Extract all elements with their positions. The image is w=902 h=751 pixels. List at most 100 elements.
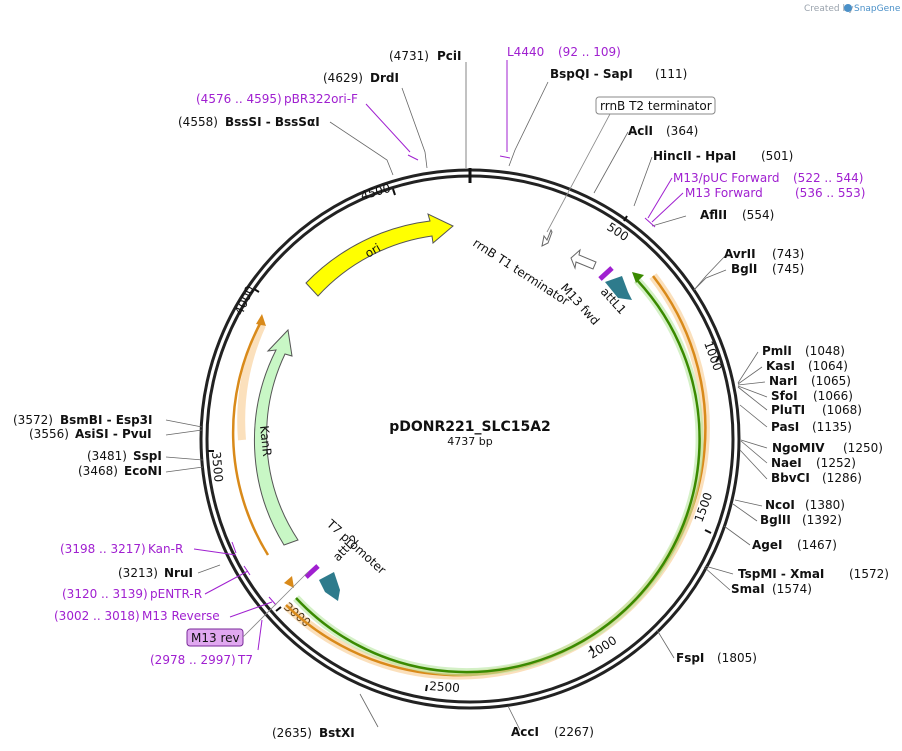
enzyme-pluti-name[interactable]: PluTI xyxy=(771,403,805,417)
primer-m13-reverse-name[interactable]: M13 Reverse xyxy=(142,609,220,623)
enzyme-hincii-name[interactable]: HincII - HpaI xyxy=(653,149,736,163)
enzyme-tspmi-name[interactable]: TspMI - XmaI xyxy=(738,567,824,581)
enzyme-drdi-position: (4629) xyxy=(323,71,363,85)
kanr-feature-arrow[interactable] xyxy=(253,328,299,546)
enzyme-pasi-position: (1135) xyxy=(812,420,852,434)
tick-mark-4500 xyxy=(392,188,396,196)
watermark-prefix: Created by xyxy=(804,4,854,14)
enzyme-nari-position: (1065) xyxy=(811,374,851,388)
plasmid-size: 4737 bp xyxy=(447,435,492,448)
left-orange-band[interactable] xyxy=(231,319,270,556)
primer-t7-range: (2978 .. 2997) xyxy=(150,653,236,667)
primer-m13-forward-name[interactable]: M13 Forward xyxy=(685,186,763,200)
tick-mark-4000 xyxy=(253,288,260,293)
enzyme-pasi-name[interactable]: PasI xyxy=(771,420,799,434)
enzyme-econi-name[interactable]: EcoNI xyxy=(124,464,162,478)
plasmid-name: pDONR221_SLC15A2 xyxy=(389,419,551,435)
insert-orange-band-halo xyxy=(282,273,710,680)
enzyme-kasi-name[interactable]: KasI xyxy=(766,359,795,373)
rrnb-t1-terminator-arrow[interactable] xyxy=(570,248,597,270)
tick-label-3500: 3500 xyxy=(209,451,226,483)
enzyme-bsmbi-name[interactable]: BsmBI - Esp3I xyxy=(60,413,152,427)
tick-mark-500 xyxy=(623,215,628,222)
primer-m13-puc-forward-range: (522 .. 544) xyxy=(793,171,863,185)
rrnb-t1-terminator-label: rrnB T1 terminator xyxy=(470,236,571,309)
enzyme-bsmbi-position: (3572) xyxy=(13,413,53,427)
tick-label-4500: 4500 xyxy=(359,181,392,203)
t7-primer-bar[interactable] xyxy=(304,564,320,579)
enzyme-agei-name[interactable]: AgeI xyxy=(752,538,782,552)
primer-t7-name[interactable]: T7 xyxy=(237,653,253,667)
enzyme-fspi-name[interactable]: FspI xyxy=(676,651,704,665)
enzyme-naei-name[interactable]: NaeI xyxy=(771,456,802,470)
tick-mark-1500 xyxy=(704,529,712,534)
enzyme-acli-position: (364) xyxy=(666,124,698,138)
tick-label-2500: 2500 xyxy=(429,679,460,695)
primer-pbr322ori-f-name[interactable]: pBR322ori-F xyxy=(284,92,358,106)
enzyme-drdi-name[interactable]: DrdI xyxy=(370,71,399,85)
enzyme-smai-position: (1574) xyxy=(772,582,812,596)
enzyme-acci-name[interactable]: AccI xyxy=(511,725,539,739)
enzyme-naei-position: (1252) xyxy=(816,456,856,470)
tick-label-500: 500 xyxy=(604,220,631,244)
enzyme-econi-position: (3468) xyxy=(78,464,118,478)
enzyme-bgli-name[interactable]: BglI xyxy=(731,262,757,276)
primer-kan-r-range: (3198 .. 3217) xyxy=(60,542,146,556)
enzyme-asisi-position: (3556) xyxy=(29,427,69,441)
ori-feature-arrow[interactable] xyxy=(305,213,454,297)
enzyme-pmli-name[interactable]: PmlI xyxy=(762,344,792,358)
enzyme-pmli-position: (1048) xyxy=(805,344,845,358)
enzyme-bspqi-name[interactable]: BspQI - SapI xyxy=(550,67,633,81)
enzyme-bsssi-name[interactable]: BssSI - BssSαI xyxy=(225,115,320,129)
enzyme-ngomiv-position: (1250) xyxy=(843,441,883,455)
tick-mark-3000 xyxy=(275,606,282,612)
insert-green-band[interactable] xyxy=(295,279,701,674)
enzyme-bspqi-position: (111) xyxy=(655,67,687,81)
enzyme-pcii-name[interactable]: PciI xyxy=(437,49,462,63)
primer-kan-r-name[interactable]: Kan-R xyxy=(148,542,183,556)
enzyme-sspi-name[interactable]: SspI xyxy=(133,449,162,463)
enzyme-sfoi-name[interactable]: SfoI xyxy=(771,389,798,403)
enzyme-bbvci-name[interactable]: BbvCI xyxy=(771,471,810,485)
enzyme-bglii-name[interactable]: BglII xyxy=(760,513,791,527)
enzyme-bsssi-position: (4558) xyxy=(178,115,218,129)
enzyme-aflii-name[interactable]: AflII xyxy=(700,208,727,222)
enzyme-nari-name[interactable]: NarI xyxy=(769,374,798,388)
bottom-orange-arrowhead xyxy=(284,576,294,588)
attl2-feature-arrow[interactable] xyxy=(319,572,340,601)
enzyme-hincii-position: (501) xyxy=(761,149,793,163)
primer-pbr322ori-f-range: (4576 .. 4595) xyxy=(196,92,282,106)
primer-m13-reverse-range: (3002 .. 3018) xyxy=(54,609,140,623)
rrnb-t2-terminator-arrow[interactable] xyxy=(541,228,553,247)
m13-fwd-primer-bar[interactable] xyxy=(598,266,614,281)
rrnb-t2-terminator-callout[interactable]: rrnB T2 terminator xyxy=(546,96,716,233)
left-orange-band-halo xyxy=(237,323,266,441)
enzyme-agei-position: (1467) xyxy=(797,538,837,552)
tick-mark-1000 xyxy=(715,355,720,363)
insert-orange-band[interactable] xyxy=(285,275,707,677)
attl1-feature-arrow[interactable] xyxy=(605,276,632,300)
enzyme-ncoi-name[interactable]: NcoI xyxy=(765,498,795,512)
enzyme-bgli-position: (745) xyxy=(772,262,804,276)
enzyme-nrui-name[interactable]: NruI xyxy=(164,566,193,580)
m13-rev-label: M13 rev xyxy=(191,631,240,645)
enzyme-bstxi-name[interactable]: BstXI xyxy=(319,726,355,740)
enzyme-fspi-position: (1805) xyxy=(717,651,757,665)
enzyme-ngomiv-name[interactable]: NgoMIV xyxy=(772,441,825,455)
enzyme-acci-position: (2267) xyxy=(554,725,594,739)
primer-l4440-name[interactable]: L4440 xyxy=(507,45,544,59)
enzyme-acli-name[interactable]: AclI xyxy=(628,124,653,138)
primer-l4440-range: (92 .. 109) xyxy=(558,45,621,59)
snapgene-watermark: Created by SnapGene xyxy=(804,4,901,14)
enzyme-avrii-name[interactable]: AvrII xyxy=(724,247,756,261)
enzyme-smai-name[interactable]: SmaI xyxy=(731,582,765,596)
enzyme-asisi-name[interactable]: AsiSI - PvuI xyxy=(75,427,152,441)
primer-pentr-r-name[interactable]: pENTR-R xyxy=(150,587,202,601)
tick-mark-2500 xyxy=(425,684,428,692)
primer-pentr-r-range: (3120 .. 3139) xyxy=(62,587,148,601)
enzyme-pcii-position: (4731) xyxy=(389,49,429,63)
kanr-feature-label: KanR xyxy=(257,425,274,457)
m13-rev-callout[interactable]: M13 rev xyxy=(186,571,309,647)
primer-m13-puc-forward-name[interactable]: M13/pUC Forward xyxy=(673,171,780,185)
snapgene-logo-icon xyxy=(844,4,852,12)
